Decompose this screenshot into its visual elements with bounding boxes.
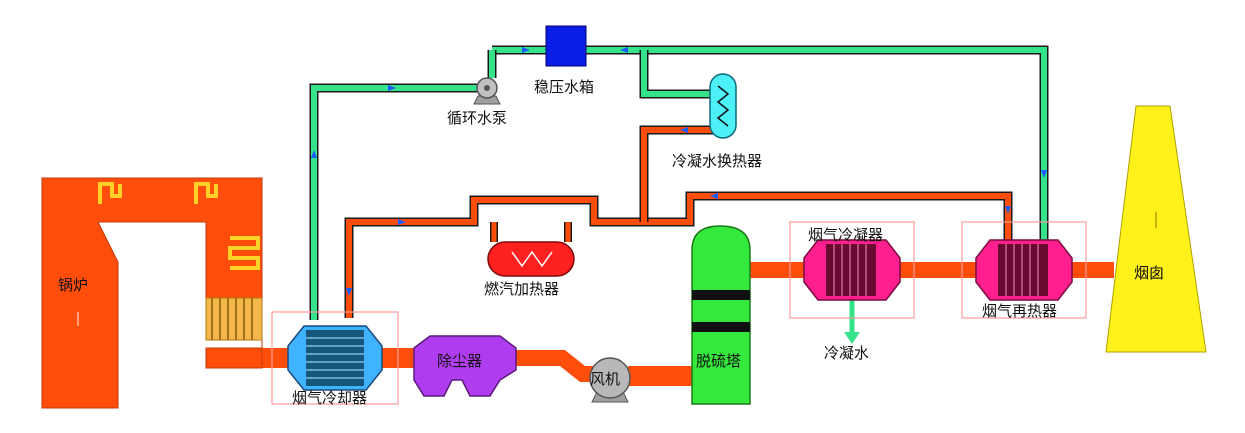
boiler-reheater-coil (228, 236, 260, 270)
flow-arrows (311, 47, 1047, 296)
tower-label: 脱硫塔 (696, 352, 741, 370)
fan-body (589, 357, 631, 399)
flue-condenser-label: 烟气冷凝器 (808, 226, 883, 244)
condensate-water-label: 冷凝水 (824, 344, 869, 362)
chimney: 烟囱 (1105, 105, 1207, 353)
pressure-tank-body (545, 25, 587, 67)
chimney-label: 烟囱 (1134, 264, 1164, 282)
heating-loop-pipes (344, 125, 1013, 318)
desulfurization-tower: 脱硫塔 (691, 225, 751, 405)
dust-collector-body (413, 335, 517, 397)
circulating-pump: 循环水泵 (447, 77, 507, 127)
flue-cooler-tubes (306, 330, 364, 386)
tower-body (691, 225, 751, 405)
dust-collector: 除尘器 (413, 335, 517, 397)
fan: 风机 (589, 357, 631, 403)
pressure-tank: 稳压水箱 (534, 25, 594, 96)
flue-cooler: 烟气冷却器 (271, 311, 399, 407)
condensate-drain-arrow (844, 332, 860, 344)
water-pipe-exchanger (639, 50, 716, 99)
gas-heater: 燃汽加热器 (484, 241, 575, 298)
pressure-tank-label: 稳压水箱 (534, 78, 594, 96)
tower-tray-2 (692, 322, 750, 332)
water-loop-pipes (309, 45, 1049, 344)
flue-condenser: 烟气冷凝器 冷凝水 (789, 221, 915, 362)
pump-base (473, 95, 501, 105)
flue-reheater-frame (961, 221, 1087, 319)
boiler-label: 锅炉 (58, 276, 88, 294)
boiler: 锅炉 (41, 177, 263, 409)
exchanger-coil (716, 85, 730, 127)
flue-reheater: 烟气再热器 (961, 221, 1087, 320)
boiler-economizer-rows (205, 297, 263, 341)
chimney-body (1105, 105, 1207, 353)
pump-label: 循环水泵 (447, 109, 507, 127)
flue-condenser-frame (789, 221, 915, 319)
flue-cooler-frame (271, 311, 399, 405)
gas-heater-label: 燃汽加热器 (484, 280, 559, 298)
exchanger-label: 冷凝水换热器 (672, 152, 762, 170)
tower-tray-1 (692, 290, 750, 300)
fan-label: 风机 (590, 370, 620, 388)
boiler-superheater-coil-2 (194, 182, 218, 204)
flue-reheater-label: 烟气再热器 (982, 302, 1057, 320)
gas-heater-coil (511, 250, 553, 268)
boiler-superheater-coil-1 (98, 182, 122, 204)
gas-heater-body (487, 241, 575, 277)
flue-cooler-label: 烟气冷却器 (292, 389, 367, 407)
condensate-exchanger: 冷凝水换热器 (672, 73, 762, 170)
dust-collector-label: 除尘器 (437, 352, 482, 370)
